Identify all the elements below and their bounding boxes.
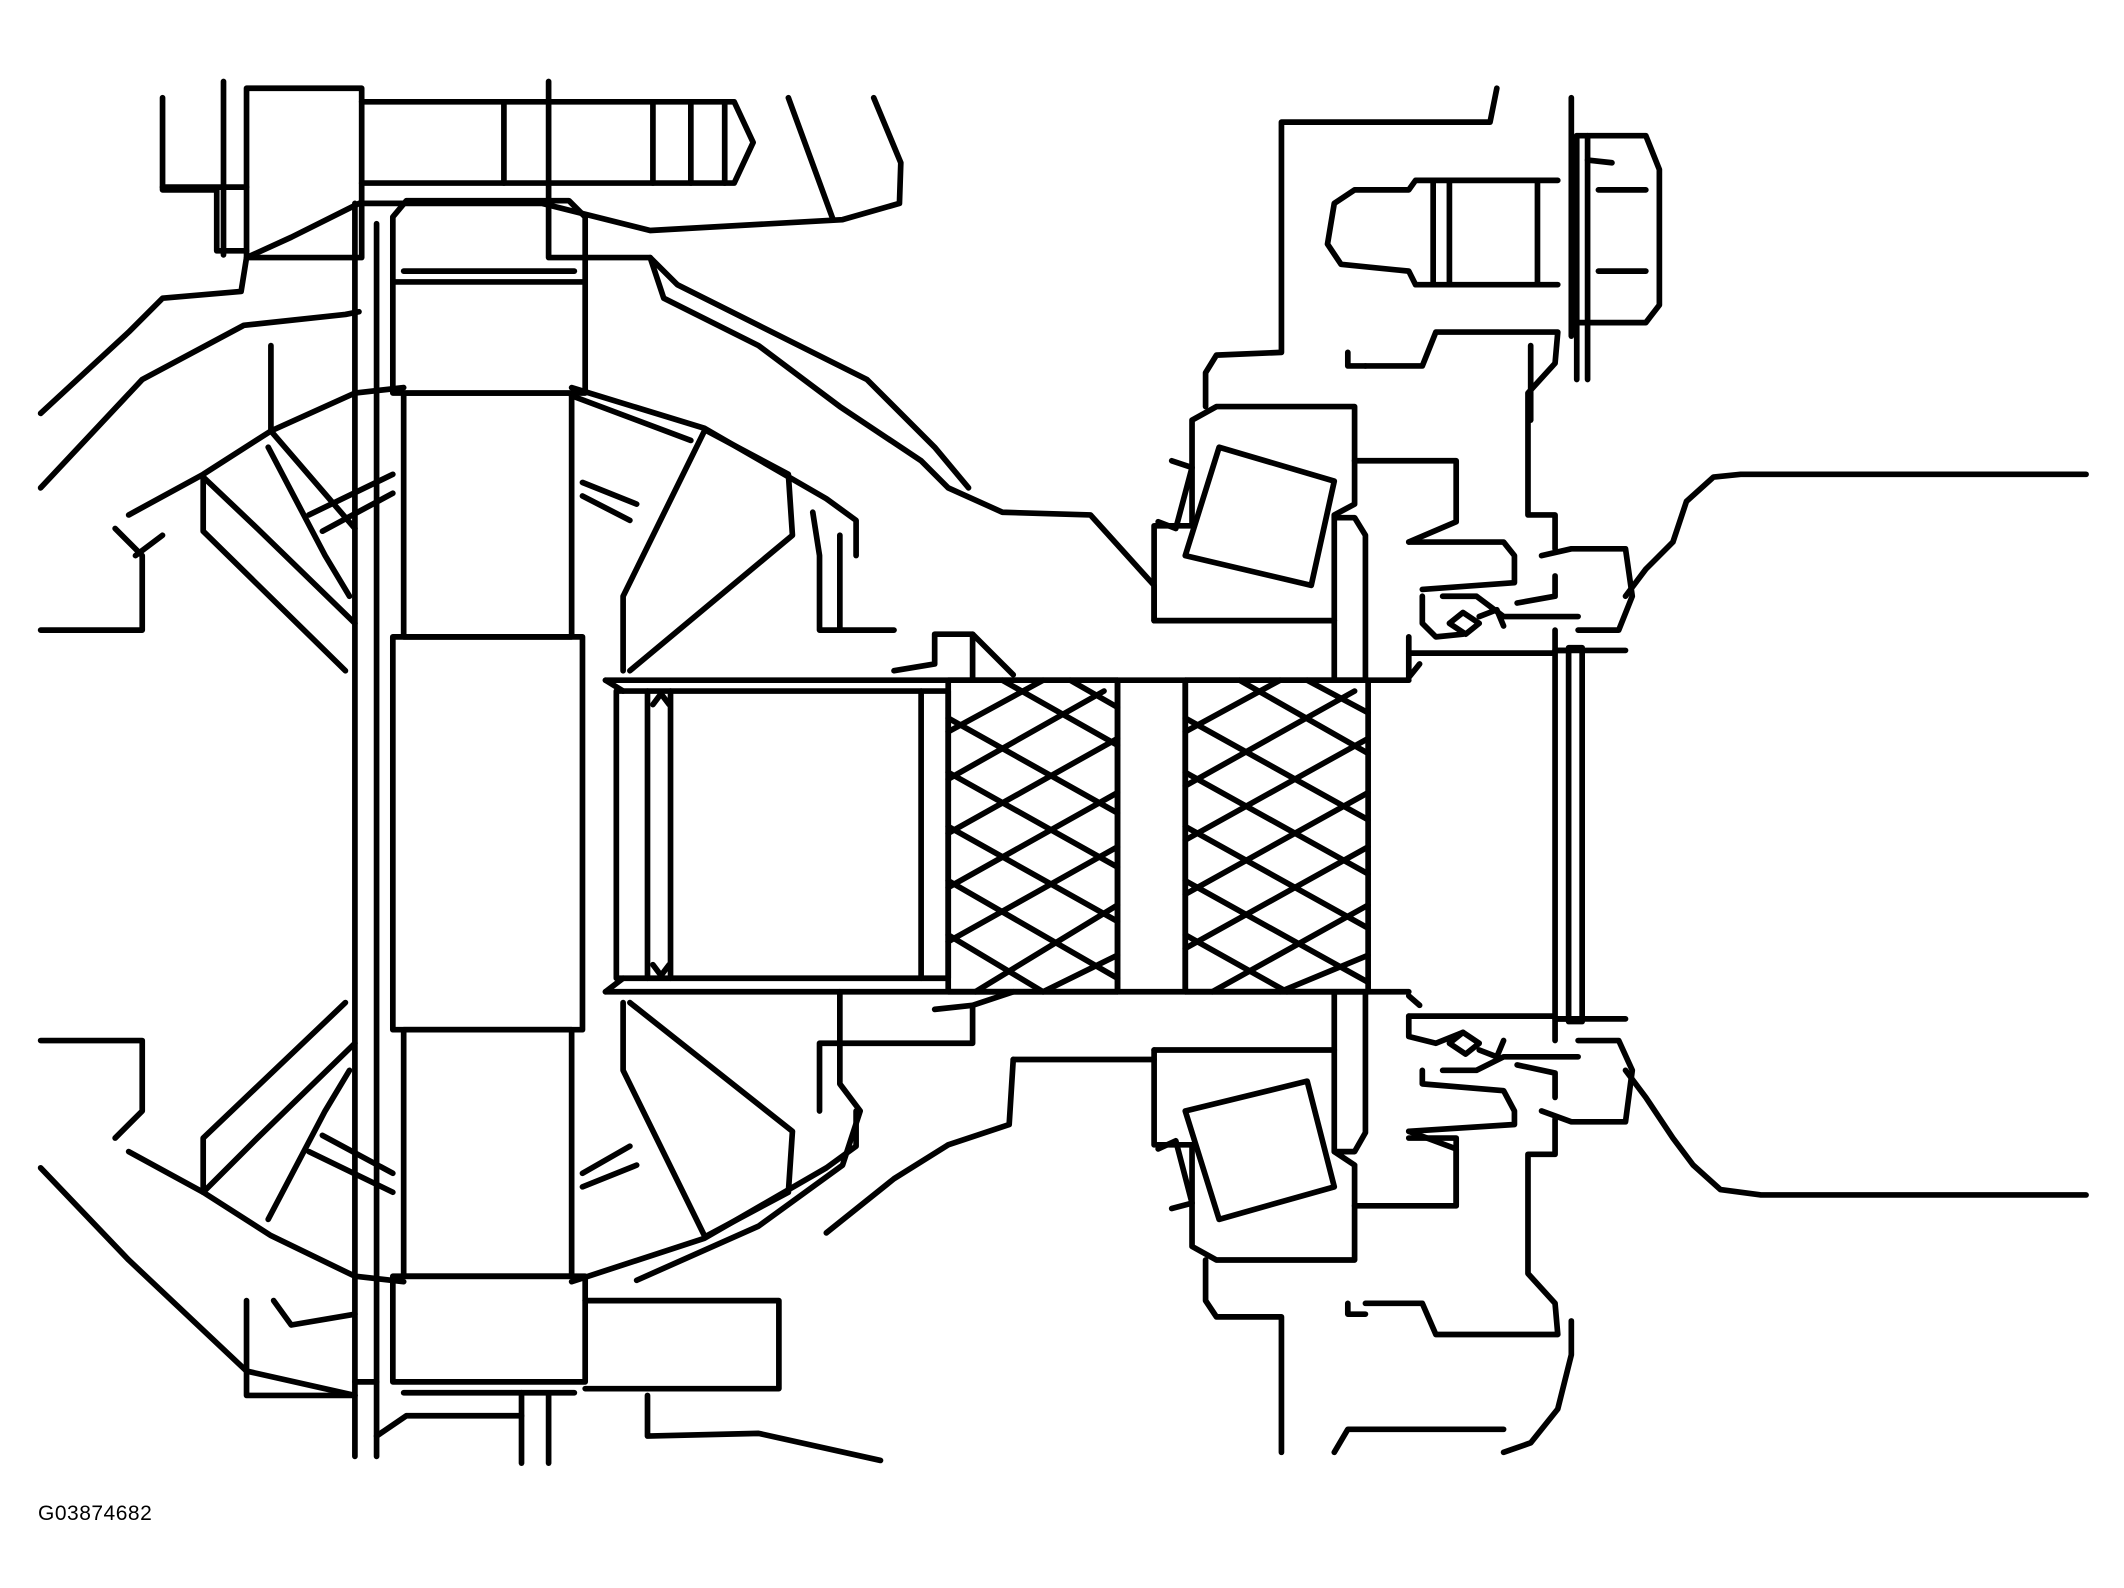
lower-bearing [633,990,1460,1284]
pinion-gear-upper [37,342,897,674]
top-bolt [159,78,756,261]
right-housing [1202,85,1636,1456]
cross-pin [352,197,589,1460]
upper-bearing [1151,403,1460,681]
housing-top [37,94,1157,624]
output-shaft [1622,471,2089,1198]
pinion-gear-lower [37,999,884,1467]
figure-id-label: G03874682 [38,1502,153,1525]
snap-ring-details [1446,606,1507,1060]
knurled-spline-right [1182,677,1371,995]
knurled-spline-left [945,677,1121,995]
flange-bolt [1324,132,1663,423]
